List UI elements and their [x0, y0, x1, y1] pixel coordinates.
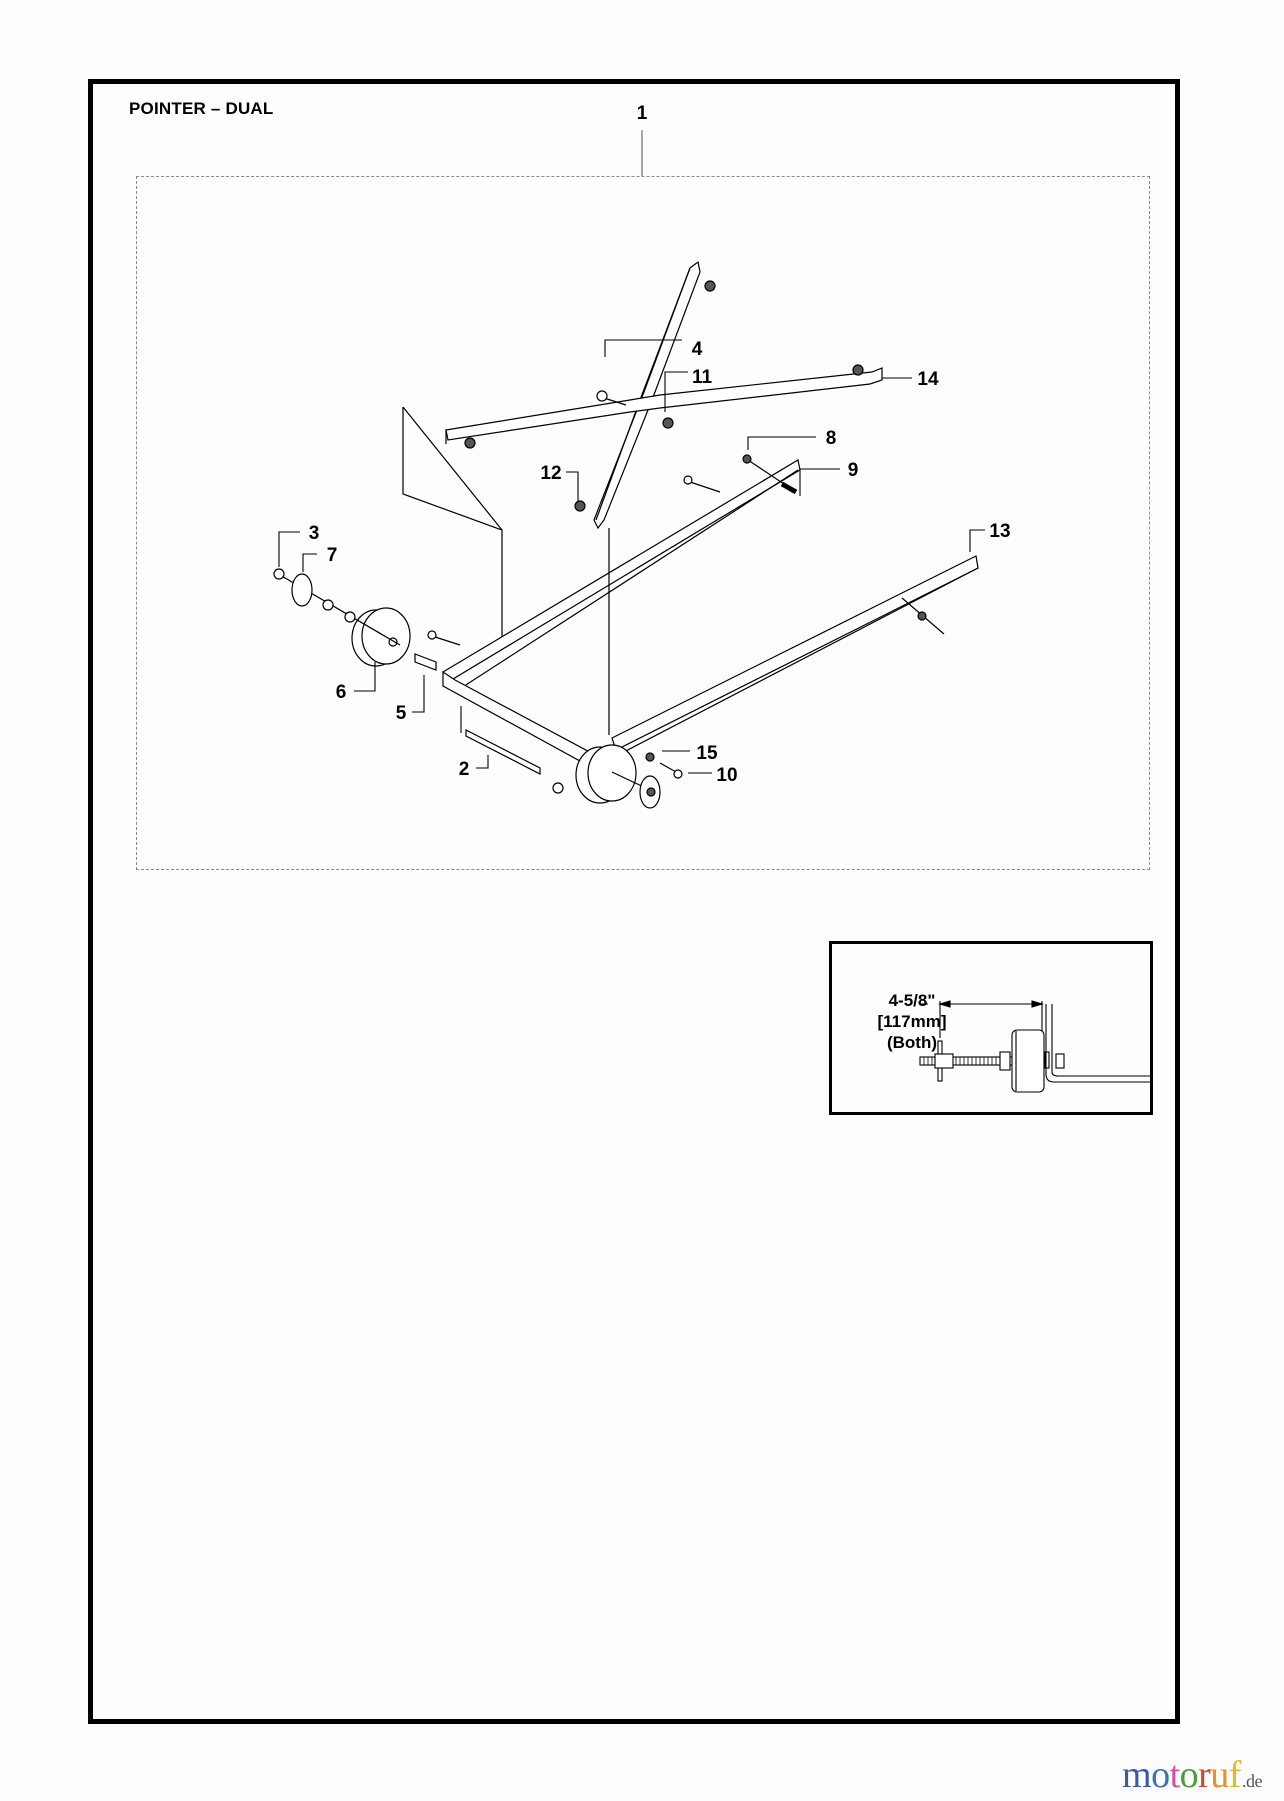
dimension-imperial: 4-5/8" — [888, 991, 936, 1010]
callout-10: 10 — [716, 765, 737, 786]
callout-15: 15 — [696, 743, 718, 764]
detail-inset — [829, 941, 1153, 1115]
callout-12: 12 — [540, 463, 561, 484]
logo-letter: o — [1179, 1754, 1199, 1796]
callout-1: 1 — [637, 103, 648, 124]
callout-5: 5 — [396, 703, 407, 724]
logo-letter: o — [1151, 1754, 1170, 1796]
callout-13: 13 — [989, 521, 1010, 542]
callout-3: 3 — [309, 523, 320, 544]
axle-detail-drawing — [919, 1000, 1150, 1093]
logo-letter: u — [1210, 1754, 1229, 1796]
watermark-logo: motoruf.de — [1122, 1755, 1262, 1801]
dimension-metric: [117mm] — [877, 1012, 947, 1031]
dimension-note: (Both) — [886, 1033, 938, 1052]
callout-14: 14 — [917, 369, 939, 390]
dimension-label: 4-5/8" [117mm] (Both) — [852, 990, 972, 1053]
assembly-boundary — [136, 176, 1150, 870]
callout-4: 4 — [692, 339, 703, 360]
callout-6: 6 — [336, 682, 347, 703]
callout-11: 11 — [692, 367, 713, 388]
callout-8: 8 — [826, 428, 837, 449]
callout-7: 7 — [327, 545, 338, 566]
logo-letter: r — [1198, 1754, 1211, 1796]
logo-letter: f — [1228, 1754, 1242, 1796]
callout-2: 2 — [459, 759, 470, 780]
callout-9: 9 — [848, 460, 859, 481]
page-frame — [88, 79, 1180, 1724]
logo-letter: t — [1169, 1754, 1181, 1796]
logo-letter: m — [1122, 1754, 1152, 1796]
logo-suffix: .de — [1241, 1771, 1263, 1791]
page-title: POINTER – DUAL — [129, 99, 274, 118]
